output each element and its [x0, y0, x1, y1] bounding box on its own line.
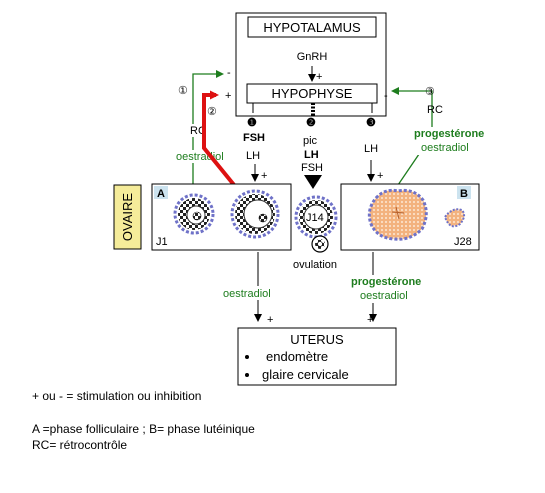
corpus-luteum — [367, 188, 428, 241]
pathway-3-number: ❸ — [366, 117, 376, 129]
loop-3-number: ③ — [425, 86, 435, 98]
uterus-left-hormone-bg — [221, 286, 273, 300]
ovulation-day: J14 — [306, 212, 324, 224]
released-oocyte — [311, 235, 329, 253]
uterus-right-hormone2: oestradiol — [360, 290, 408, 302]
pathway-1-sign: + — [261, 170, 267, 182]
gnrh-sign: + — [316, 71, 322, 83]
pathway-2-fsh: FSH — [301, 162, 323, 174]
pathway-2-number: ❷ — [306, 117, 316, 129]
feedback-loop-3-arrow — [391, 87, 433, 186]
loop-1-rc: RC — [190, 125, 206, 137]
pathway-3-lh: LH — [364, 143, 378, 155]
gnrh-label: GnRH — [297, 51, 328, 63]
uterus-right-sign: + — [367, 314, 373, 326]
corpus-albicans — [443, 208, 466, 228]
follicle-small — [173, 193, 215, 235]
uterus-bullet — [245, 373, 249, 377]
panel-a-day: J1 — [156, 236, 168, 248]
ovary-label: OVAIRE — [120, 193, 135, 241]
loop-3-hormone1: progestérone — [414, 128, 484, 140]
uterus-bullet — [245, 355, 249, 359]
pathway-2-big-arrowhead — [304, 175, 322, 189]
uterus-item: glaire cervicale — [262, 367, 349, 382]
pathway-2-lh: LH — [304, 149, 319, 161]
loop-1-number: ① — [178, 85, 188, 97]
legend-line-phases: A =phase folliculaire ; B= phase lutéini… — [32, 422, 255, 436]
pathway-2-pic: pic — [303, 135, 318, 147]
pathway-3-sign: + — [377, 170, 383, 182]
loop-3-hormone2: oestradiol — [421, 142, 469, 154]
loop-3-rc: RC — [427, 104, 443, 116]
pathway-1-fsh: FSH — [243, 132, 265, 144]
uterus-left-hormone: oestradiol — [223, 288, 271, 300]
hypothalamus-box — [247, 16, 377, 38]
panel-a-letter: A — [157, 188, 165, 200]
follicle-mature — [230, 189, 280, 239]
legend-line-stimulation: + ou - = stimulation ou inhibition — [32, 389, 202, 403]
loop-2-sign: + — [225, 90, 231, 102]
uterus-left-sign: + — [267, 314, 273, 326]
pituitary-label: HYPOPHYSE — [272, 86, 353, 101]
loop-3-hormone-bg — [410, 127, 486, 155]
loop-2-number: ② — [207, 106, 217, 118]
uterus-box — [237, 327, 397, 386]
loop-1-label-bg — [188, 124, 204, 137]
pathway-1-number: ❶ — [247, 117, 257, 129]
legend-line-rc: RC= rétrocontrôle — [32, 438, 128, 452]
ovulation-label: ovulation — [293, 259, 337, 271]
loop-1-sign: - — [227, 67, 231, 79]
uterus-right-hormone1: progestérone — [351, 276, 421, 288]
uterus-title: UTERUS — [290, 332, 344, 347]
hypothalamus-label: HYPOTALAMUS — [263, 20, 361, 35]
follicle-ovulating — [294, 195, 338, 239]
loop-3-sign: - — [384, 90, 388, 102]
ovary-label-box — [113, 184, 142, 250]
uterus-right-hormone-bg — [348, 275, 428, 303]
panel-a-letter-box — [154, 186, 168, 199]
panel-b-letter-box — [457, 186, 471, 199]
pathway-1-lh: LH — [246, 150, 260, 162]
feedback-loop-2-arrow — [202, 90, 245, 198]
panel-b-day: J28 — [454, 236, 472, 248]
panel-b-letter: B — [460, 188, 468, 200]
uterus-item: endomètre — [266, 349, 328, 364]
